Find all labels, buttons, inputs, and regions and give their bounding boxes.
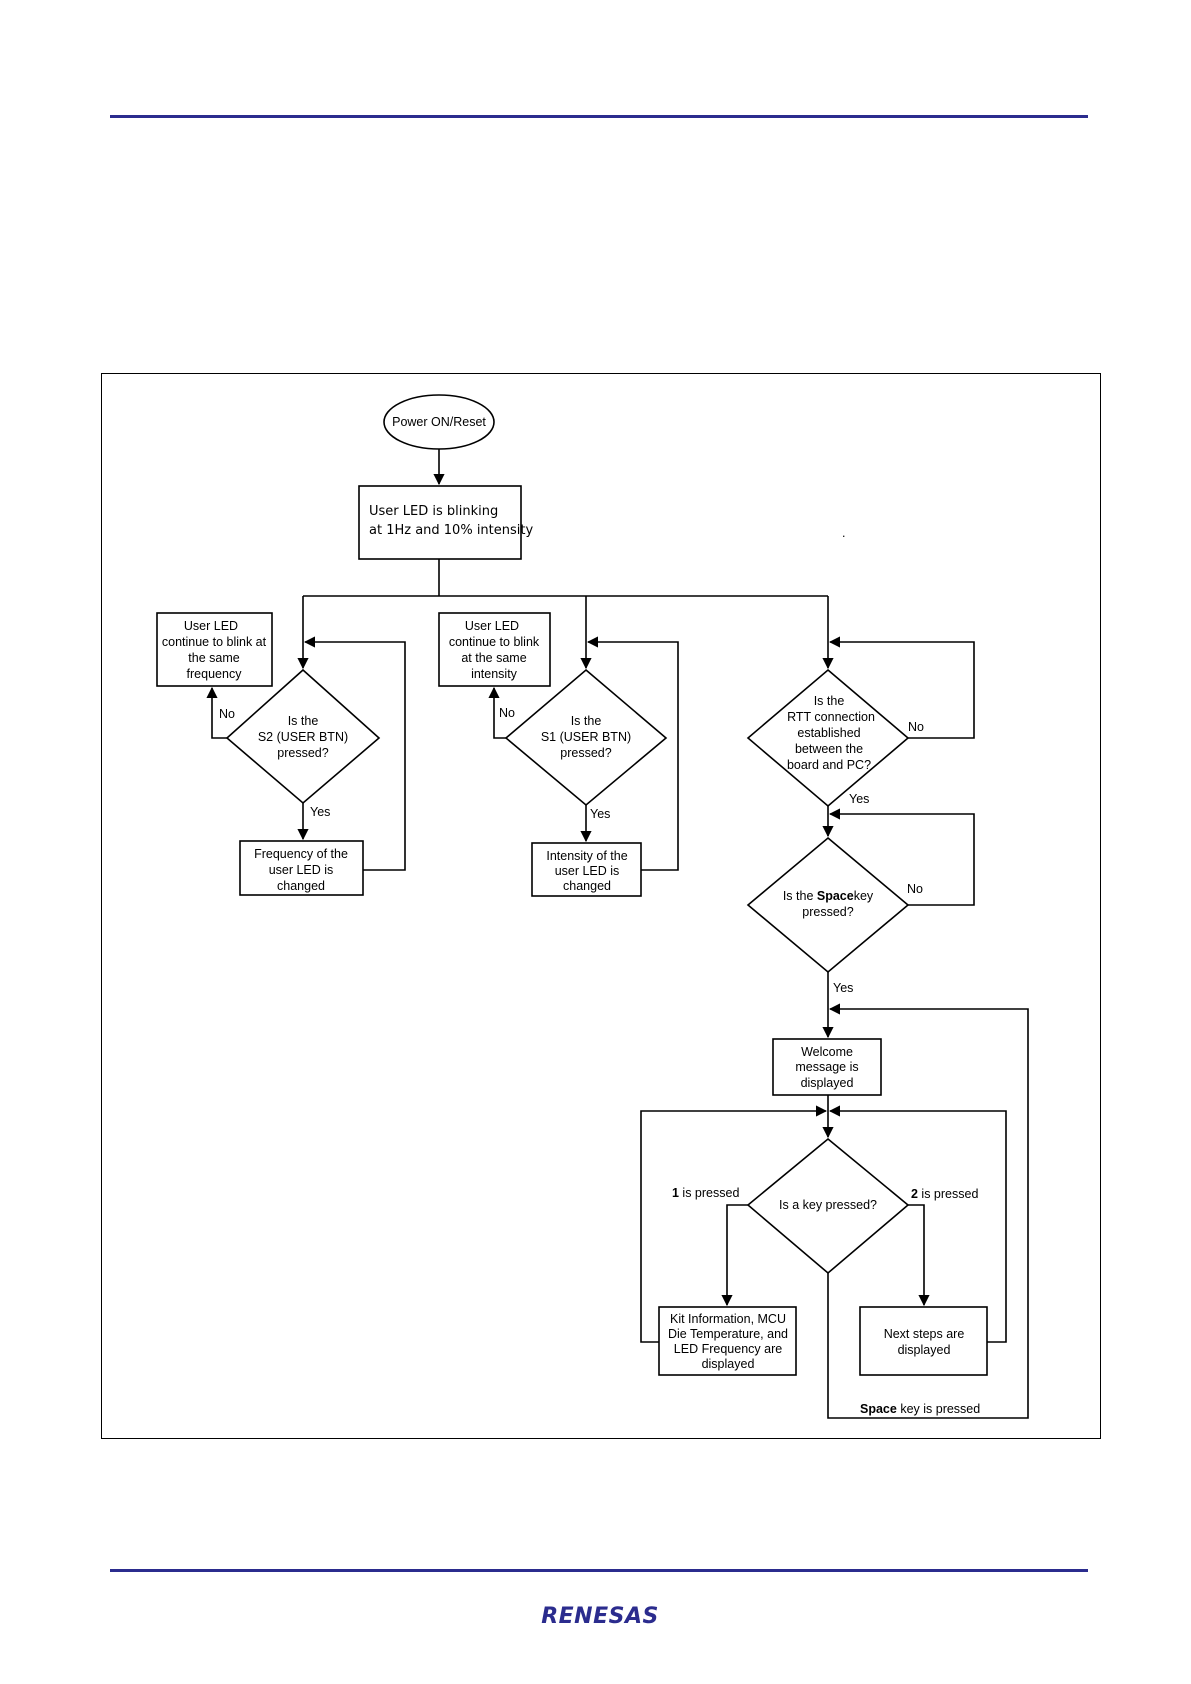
s2-hold-line: frequency bbox=[187, 667, 243, 681]
s1-action-line: user LED is bbox=[555, 864, 620, 878]
connector bbox=[206, 686, 227, 739]
welcome-box bbox=[772, 1038, 882, 1096]
figure-frame bbox=[101, 373, 1101, 1439]
connector bbox=[640, 1105, 828, 1343]
welcome-line: displayed bbox=[801, 1076, 854, 1090]
s1-hold-line: at the same bbox=[461, 651, 526, 665]
connector bbox=[488, 686, 506, 739]
s1-no-label: No bbox=[499, 706, 515, 720]
s1-decision-line: S1 (USER BTN) bbox=[541, 730, 631, 744]
s1-action-line: Intensity of the bbox=[546, 849, 627, 863]
rtt-yes-label: Yes bbox=[849, 792, 869, 806]
header-rule bbox=[110, 115, 1088, 118]
s1-decision-line: pressed? bbox=[560, 746, 611, 760]
next-steps-line: Next steps are bbox=[884, 1327, 965, 1341]
s2-decision-line: Is the bbox=[288, 714, 319, 728]
s1-hold-line: User LED bbox=[465, 619, 519, 633]
kit-info-box bbox=[658, 1306, 797, 1376]
rtt-decision-line: established bbox=[797, 726, 860, 740]
footer-rule bbox=[110, 1569, 1088, 1572]
welcome-line: message is bbox=[795, 1060, 858, 1074]
rtt-decision-line: RTT connection bbox=[787, 710, 875, 724]
next-steps-box bbox=[859, 1306, 988, 1376]
s2-no-label: No bbox=[219, 707, 235, 721]
kit-info-line: LED Frequency are bbox=[674, 1342, 782, 1356]
s2-action-line: changed bbox=[277, 879, 325, 893]
s2-hold-line: the same bbox=[188, 651, 239, 665]
welcome-line: Welcome bbox=[801, 1045, 853, 1059]
s1-yes-label: Yes bbox=[590, 807, 610, 821]
key-decision-label: Is a key pressed? bbox=[779, 1198, 877, 1212]
space-yes-label: Yes bbox=[833, 981, 853, 995]
s2-yes-label: Yes bbox=[310, 805, 330, 819]
rtt-decision-line: between the bbox=[795, 742, 863, 756]
s2-action-line: user LED is bbox=[269, 863, 334, 877]
rtt-decision-line: Is the bbox=[814, 694, 845, 708]
s2-decision-line: pressed? bbox=[277, 746, 328, 760]
space-decision-line: pressed? bbox=[802, 905, 853, 919]
connector bbox=[908, 1204, 930, 1307]
init-box bbox=[358, 485, 522, 560]
kit-info-line: displayed bbox=[702, 1357, 755, 1371]
space-loop-label: Space key is pressed bbox=[860, 1402, 980, 1416]
stray-mark: . bbox=[842, 526, 845, 540]
s2-hold-box bbox=[156, 612, 273, 687]
rtt-no-label: No bbox=[908, 720, 924, 734]
kit-info-line: Kit Information, MCU bbox=[670, 1312, 786, 1326]
s2-action-line: Frequency of the bbox=[254, 847, 348, 861]
space-no-label: No bbox=[907, 882, 923, 896]
start-label: Power ON/Reset bbox=[392, 415, 486, 429]
s2-action-box bbox=[239, 840, 364, 896]
s2-decision-line: S2 (USER BTN) bbox=[258, 730, 348, 744]
s2-hold-line: User LED bbox=[184, 619, 238, 633]
key1-label: 1 is pressed bbox=[672, 1186, 739, 1200]
space-decision-line: Is the Spacekey bbox=[783, 889, 874, 903]
connector bbox=[828, 808, 975, 906]
next-steps-line: displayed bbox=[898, 1343, 951, 1357]
connector bbox=[721, 1204, 748, 1307]
connector bbox=[303, 636, 406, 871]
s1-action-line: changed bbox=[563, 879, 611, 893]
s2-hold-line: continue to blink at bbox=[162, 635, 267, 649]
init-box-line: User LED is blinking bbox=[369, 504, 498, 519]
s1-hold-box bbox=[438, 612, 551, 687]
rtt-decision-line: board and PC? bbox=[787, 758, 871, 772]
connector bbox=[828, 1105, 1007, 1343]
s1-decision-line: Is the bbox=[571, 714, 602, 728]
connector bbox=[586, 636, 679, 871]
init-box-line: at 1Hz and 10% intensity bbox=[369, 523, 533, 538]
connector bbox=[827, 1003, 1029, 1419]
s1-hold-line: intensity bbox=[471, 667, 518, 681]
connector bbox=[828, 636, 975, 739]
renesas-logo: RENESAS bbox=[541, 1604, 659, 1629]
kit-info-line: Die Temperature, and bbox=[668, 1327, 788, 1341]
s1-hold-line: continue to blink bbox=[449, 635, 540, 649]
renesas-logo-text: RENESAS bbox=[541, 1604, 659, 1629]
key2-label: 2 is pressed bbox=[911, 1187, 978, 1201]
